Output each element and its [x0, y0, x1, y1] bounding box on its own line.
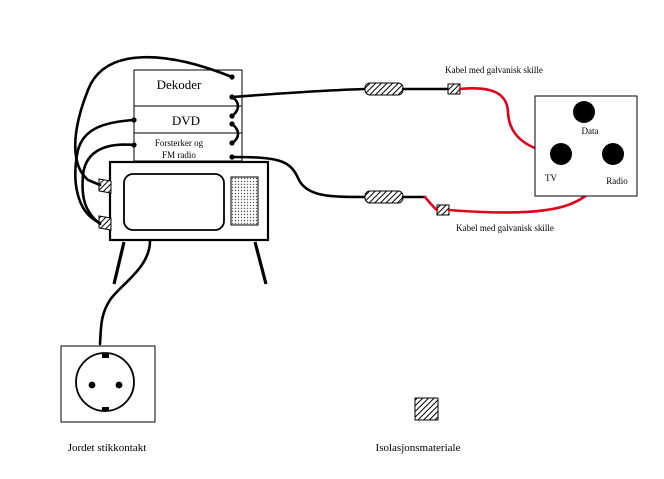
isolator-top — [364, 82, 404, 96]
television — [98, 160, 270, 285]
radio-port-label: Radio — [606, 176, 628, 186]
dvd-port-left — [131, 117, 137, 123]
socket-ground-bottom — [102, 407, 109, 411]
tv-port-label: TV — [545, 173, 557, 183]
wire-amplifier-out — [230, 155, 368, 199]
wire-tv-power — [98, 239, 152, 346]
legend-insulation-label: Isolasjonsmateriale — [376, 442, 461, 454]
legend: Jordet stikkontakt Isolasjonsmateriale — [68, 397, 461, 454]
tv-input-top — [98, 178, 112, 194]
amplifier-port-bottom — [229, 154, 235, 160]
legend-insulation-swatch — [414, 397, 439, 421]
cable-label-bottom: Kabel med galvanisk skille — [456, 223, 554, 233]
decoder-box — [133, 69, 243, 107]
tv-leg-right — [253, 241, 268, 285]
wire-decoder-out — [230, 87, 368, 99]
legend-socket-label: Jordet stikkontakt — [68, 442, 147, 454]
radio-port — [602, 143, 624, 165]
wire-dvd-to-tv — [74, 118, 136, 225]
wire-decoder-to-tv — [73, 55, 234, 187]
cable-segment-bottom — [423, 195, 439, 212]
amplifier-port-top — [229, 140, 235, 146]
socket-ground-top — [102, 354, 109, 358]
grounded-socket — [60, 345, 156, 423]
tv-speaker-grille — [230, 176, 259, 226]
amplifier-label-line2: FM radio — [162, 150, 196, 160]
data-port-label: Data — [582, 126, 599, 136]
tv-port — [550, 143, 572, 165]
cable-plug-bottom — [436, 204, 450, 216]
isolator-bottom — [364, 190, 404, 204]
socket-pin-left — [88, 381, 96, 389]
decoder-port-bottom — [229, 94, 235, 100]
decoder-label: Dekoder — [157, 77, 202, 92]
socket-face — [75, 352, 135, 412]
signal-wires — [73, 55, 368, 346]
galvanic-isolators — [364, 82, 461, 216]
dvd-label: DVD — [172, 113, 200, 128]
decoder-port-top — [229, 74, 235, 80]
tv-leg-left — [112, 241, 126, 285]
antenna-wall-outlet: Data TV Radio — [534, 95, 638, 197]
socket-pin-right — [115, 381, 123, 389]
amplifier-label-line1: Forsterker og — [155, 138, 204, 148]
tv-screen — [123, 173, 225, 231]
cable-label-top: Kabel med galvanisk skille — [445, 65, 543, 75]
dvd-box — [133, 105, 243, 134]
wire-amplifier-to-tv — [81, 143, 136, 226]
cable-plug-top — [447, 83, 461, 95]
dvd-port-bottom — [229, 121, 235, 127]
dvd-port-top — [229, 113, 235, 119]
equipment-stack: Dekoder DVD Forsterker og FM radio — [133, 69, 243, 162]
amplifier-port-left — [131, 142, 137, 148]
data-port — [573, 101, 595, 123]
